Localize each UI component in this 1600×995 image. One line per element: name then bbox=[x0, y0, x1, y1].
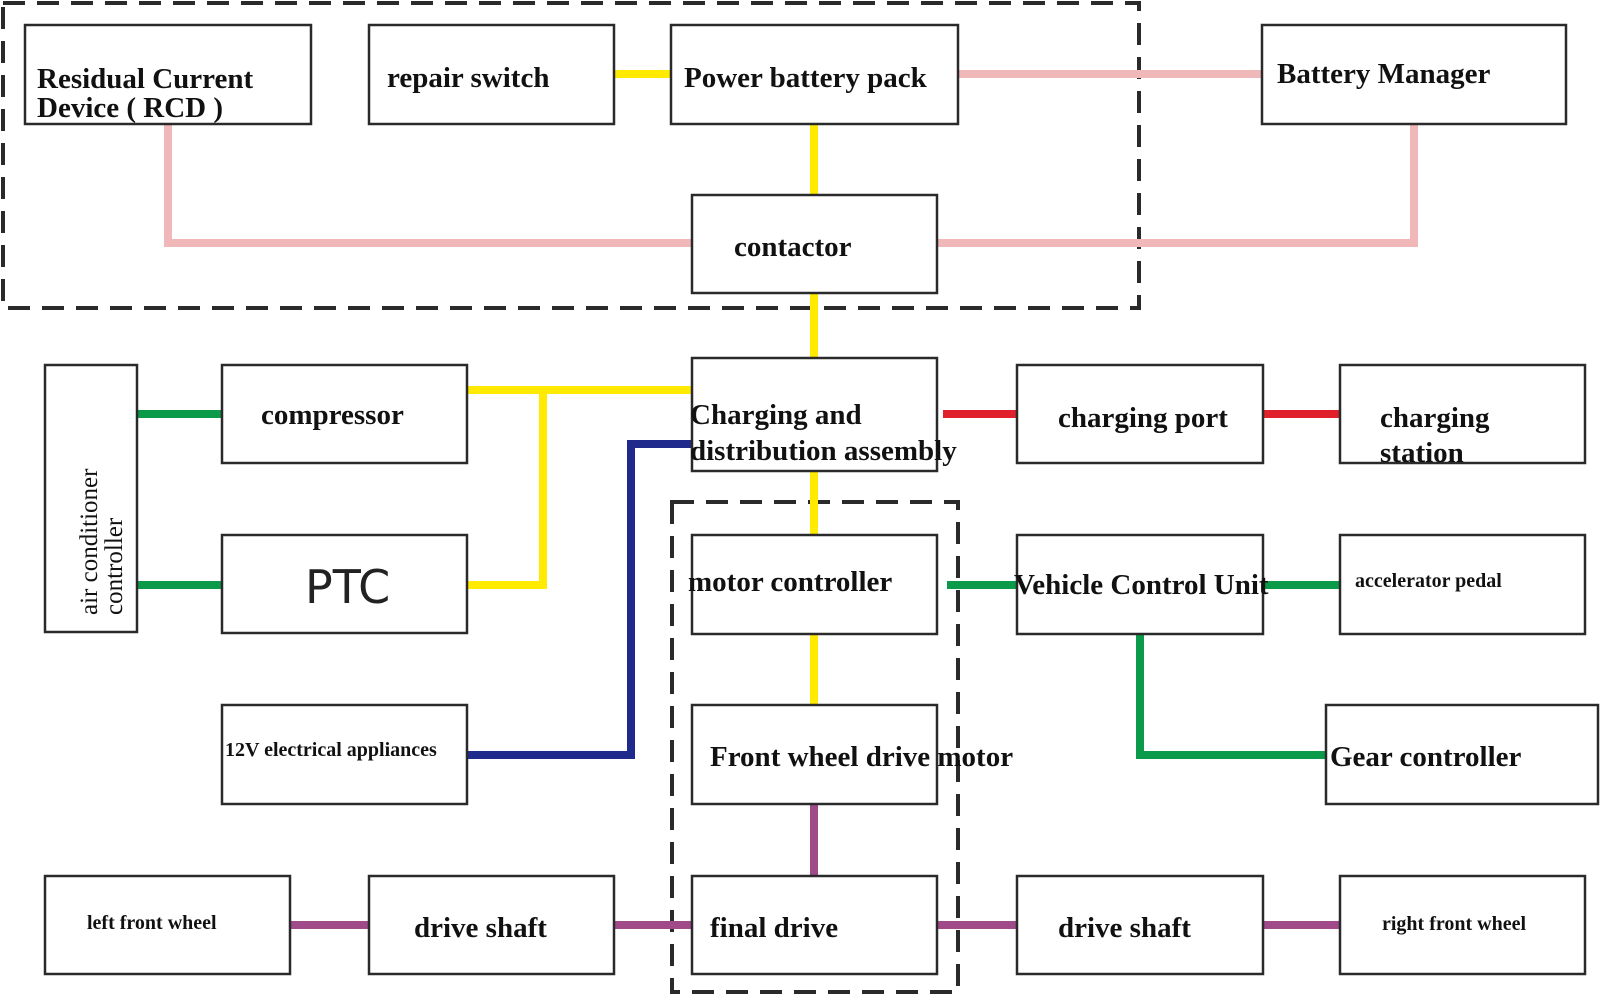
electrical-appliances-12v-box: 12V electrical appliances bbox=[220, 703, 469, 806]
battery-manager-box: Battery Manager bbox=[1260, 23, 1568, 126]
accelerator-pedal-label: accelerator pedal bbox=[1355, 570, 1502, 592]
contactor-label: contactor bbox=[734, 231, 852, 263]
charging-distribution-label-2: distribution assembly bbox=[690, 435, 957, 467]
charging-station-label-2: station bbox=[1380, 437, 1464, 469]
wire-rcd-contactor bbox=[164, 124, 692, 247]
power-battery-pack-label: Power battery pack bbox=[684, 62, 928, 94]
left-front-wheel-label: left front wheel bbox=[87, 912, 217, 934]
charging-station-box: charging station bbox=[1338, 363, 1587, 469]
vehicle-control-unit-label: Vehicle Control Unit bbox=[1014, 569, 1269, 601]
left-front-wheel-box: left front wheel bbox=[43, 874, 292, 976]
connection-wires bbox=[137, 70, 1418, 929]
motor-controller-box: motor controller bbox=[688, 533, 939, 636]
gear-controller-box: Gear controller bbox=[1324, 703, 1600, 806]
right-front-wheel-label: right front wheel bbox=[1382, 913, 1526, 935]
front-wheel-drive-motor-box: Front wheel drive motor bbox=[690, 703, 1013, 806]
battery-manager-label: Battery Manager bbox=[1277, 58, 1491, 90]
final-drive-label: final drive bbox=[710, 912, 838, 944]
wire-bus-ptc bbox=[467, 390, 547, 589]
compressor-label: compressor bbox=[261, 399, 404, 431]
battery-system-group bbox=[1, 1, 1141, 310]
wire-vcu-gear-controller bbox=[1136, 634, 1326, 759]
vehicle-control-unit-box: Vehicle Control Unit bbox=[1014, 533, 1269, 636]
gear-controller-label: Gear controller bbox=[1330, 741, 1522, 773]
electrical-appliances-12v-label: 12V electrical appliances bbox=[225, 739, 437, 761]
drive-shaft-right-box: drive shaft bbox=[1015, 874, 1265, 976]
motor-controller-label: motor controller bbox=[688, 566, 892, 598]
right-front-wheel-box: right front wheel bbox=[1338, 874, 1587, 976]
repair-switch-box: repair switch bbox=[367, 23, 616, 126]
charging-port-label: charging port bbox=[1058, 402, 1228, 434]
power-battery-pack-box: Power battery pack bbox=[669, 23, 960, 126]
drive-shaft-left-box: drive shaft bbox=[367, 874, 616, 976]
charging-station-label-1: charging bbox=[1380, 402, 1490, 434]
repair-switch-label: repair switch bbox=[387, 62, 549, 94]
ptc-box: PTC bbox=[220, 533, 469, 635]
wire-contactor-battery-manager bbox=[937, 124, 1418, 247]
accelerator-pedal-box: accelerator pedal bbox=[1338, 533, 1587, 636]
compressor-box: compressor bbox=[220, 363, 469, 465]
front-wheel-drive-motor-label: Front wheel drive motor bbox=[710, 741, 1013, 773]
wire-distribution-12v bbox=[467, 440, 692, 759]
rcd-label-1: Residual Current bbox=[37, 63, 254, 95]
ac-controller-label-1: air conditioner bbox=[76, 468, 103, 615]
charging-port-box: charging port bbox=[1015, 363, 1265, 465]
air-conditioner-controller-box: air conditioner controller bbox=[43, 363, 139, 634]
ac-controller-label-2: controller bbox=[101, 517, 128, 615]
rcd-box: Residual Current Device ( RCD ) bbox=[23, 23, 313, 126]
charging-distribution-label-1: Charging and bbox=[690, 399, 862, 431]
charging-distribution-box: Charging and distribution assembly bbox=[690, 356, 957, 473]
drive-shaft-right-label: drive shaft bbox=[1058, 912, 1191, 944]
drive-shaft-left-label: drive shaft bbox=[414, 912, 547, 944]
rcd-label-2: Device ( RCD ) bbox=[37, 92, 223, 124]
contactor-box: contactor bbox=[690, 193, 939, 295]
ptc-label: PTC bbox=[305, 560, 390, 614]
final-drive-box: final drive bbox=[690, 874, 939, 976]
